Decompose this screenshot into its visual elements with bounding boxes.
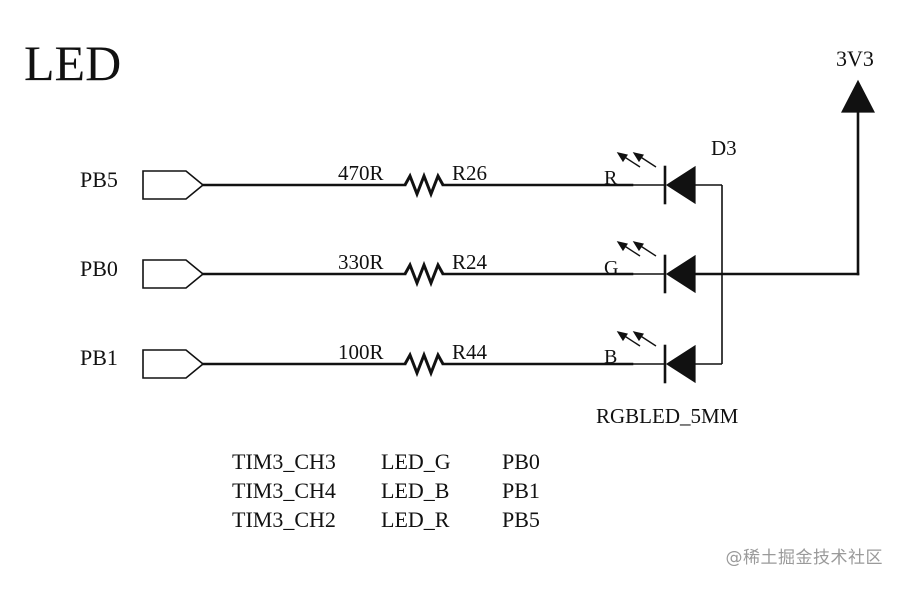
power-label: 3V3 bbox=[836, 46, 874, 71]
led-diode-icon bbox=[665, 254, 696, 294]
resistor-r44 bbox=[403, 350, 445, 378]
resistor-value-r26: 470R bbox=[338, 161, 384, 185]
resistor-value-r44: 100R bbox=[338, 340, 384, 364]
table-cell-signal: LED_R bbox=[381, 507, 450, 532]
schematic-title: LED bbox=[24, 35, 121, 91]
channel-blue: PB1 100R R44 B bbox=[80, 331, 696, 384]
led-color-letter-b: B bbox=[604, 346, 617, 368]
table-cell-timer: TIM3_CH3 bbox=[232, 449, 336, 474]
emission-arrowhead-icon bbox=[616, 152, 628, 163]
led-diode-icon bbox=[665, 165, 696, 205]
pin-label-pb5: PB5 bbox=[80, 167, 118, 192]
table-cell-pin: PB5 bbox=[502, 507, 540, 532]
led-part-label: RGBLED_5MM bbox=[596, 404, 739, 428]
led-color-letter-r: R bbox=[604, 167, 618, 189]
emission-arrowhead-icon bbox=[616, 331, 628, 342]
power-arrow-icon bbox=[841, 79, 875, 113]
table-cell-pin: PB0 bbox=[502, 449, 540, 474]
port-symbol-pb5 bbox=[142, 170, 205, 200]
port-symbol-pb0 bbox=[142, 259, 205, 289]
table-cell-timer: TIM3_CH4 bbox=[232, 478, 336, 503]
resistor-ref-r26: R26 bbox=[452, 161, 487, 185]
pin-label-pb1: PB1 bbox=[80, 345, 118, 370]
resistor-ref-r24: R24 bbox=[452, 250, 488, 274]
resistor-ref-r44: R44 bbox=[452, 340, 488, 364]
led-color-letter-g: G bbox=[604, 257, 618, 279]
resistor-r26 bbox=[403, 171, 445, 199]
table-cell-pin: PB1 bbox=[502, 478, 540, 503]
emission-arrowhead-icon bbox=[632, 241, 644, 252]
table-cell-signal: LED_B bbox=[381, 478, 449, 503]
emission-arrowhead-icon bbox=[632, 152, 644, 163]
watermark: @稀土掘金技术社区 bbox=[725, 548, 883, 568]
pin-label-pb0: PB0 bbox=[80, 256, 118, 281]
led-diode-icon bbox=[665, 344, 696, 384]
emission-arrowhead-icon bbox=[616, 241, 628, 252]
pin-mapping-table: TIM3_CH3 LED_G PB0 TIM3_CH4 LED_B PB1 TI… bbox=[232, 449, 540, 532]
resistor-value-r24: 330R bbox=[338, 250, 384, 274]
channel-red: PB5 470R R26 R bbox=[80, 152, 696, 205]
port-symbol-pb1 bbox=[142, 349, 205, 379]
emission-arrowhead-icon bbox=[632, 331, 644, 342]
channel-green: PB0 330R R24 G bbox=[80, 241, 696, 294]
table-cell-signal: LED_G bbox=[381, 449, 451, 474]
led-ref-label: D3 bbox=[711, 136, 737, 160]
resistor-r24 bbox=[403, 260, 445, 288]
table-cell-timer: TIM3_CH2 bbox=[232, 507, 336, 532]
